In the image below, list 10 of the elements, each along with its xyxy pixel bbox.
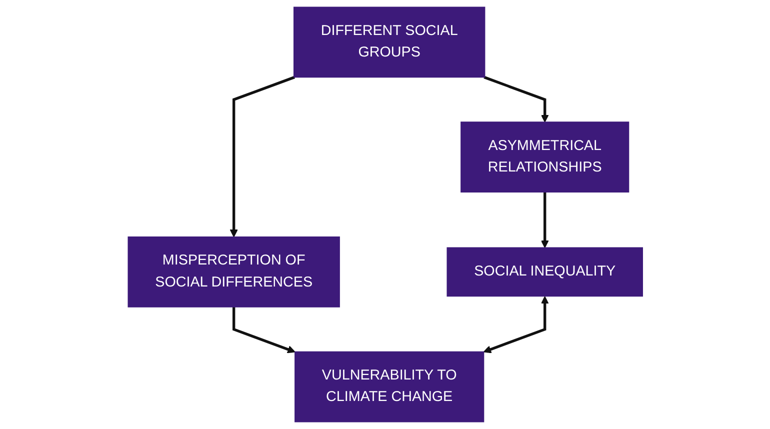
node-box: ASYMMETRICAL RELATIONSHIPS [460, 122, 629, 192]
node-box: DIFFERENT SOCIAL GROUPS [293, 6, 485, 78]
node-box: VULNERABILITY TO CLIMATE CHANGE [294, 351, 484, 422]
arrow [232, 306, 295, 354]
node-box: SOCIAL INEQUALITY [446, 247, 643, 297]
arrow [540, 192, 548, 248]
arrow [483, 76, 548, 122]
arrow [482, 296, 548, 354]
arrow [230, 76, 295, 238]
node-box: MISPERCEPTION OF SOCIAL DIFFERENCES [127, 236, 340, 308]
